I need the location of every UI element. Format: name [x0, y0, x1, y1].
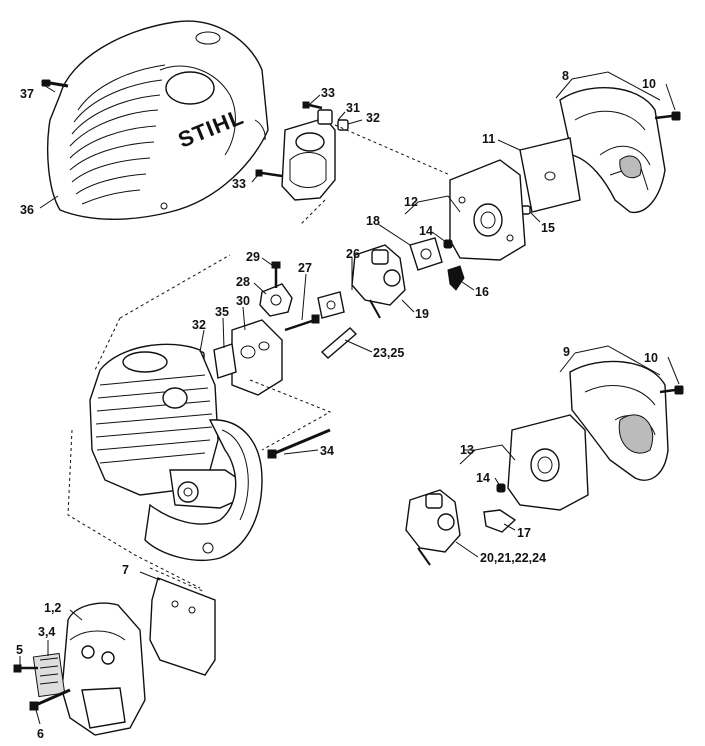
screw-27	[284, 314, 320, 332]
screw-29	[271, 261, 281, 288]
fuel-pump-28	[259, 283, 293, 317]
callout-15: 15	[541, 221, 555, 235]
callout-1-2: 1,2	[44, 601, 61, 615]
callout-labels: 1,2 3,4 5 6 7 8 9 10 10 11 12 13 14 14 1…	[16, 69, 658, 741]
callout-31: 31	[346, 101, 360, 115]
callout-37: 37	[20, 87, 34, 101]
air-filter-cover-lower	[569, 360, 669, 481]
carb-alignment-line	[299, 124, 451, 226]
gasket-26	[317, 291, 345, 319]
callout-26: 26	[346, 247, 360, 261]
filter-base-upper	[449, 159, 526, 261]
callout-14-upper: 14	[419, 224, 433, 238]
callout-12: 12	[404, 195, 418, 209]
callout-10-upper: 10	[642, 77, 656, 91]
callout-23-25: 23,25	[373, 346, 404, 360]
choke-knob-16	[447, 265, 465, 291]
screw-6	[29, 688, 71, 711]
callout-16: 16	[475, 285, 489, 299]
engine-shroud-cover	[46, 20, 269, 220]
long-screw-34	[267, 428, 331, 459]
callout-19: 19	[415, 307, 429, 321]
spacer-35	[213, 343, 237, 379]
callout-36: 36	[20, 203, 34, 217]
callout-20-21-22-24: 20,21,22,24	[480, 551, 546, 565]
air-filter-11	[519, 137, 581, 213]
screw-33-top	[302, 101, 323, 110]
muffler-1-2	[61, 602, 146, 736]
callout-28: 28	[236, 275, 250, 289]
plate-30	[231, 319, 283, 396]
leader-lines	[19, 83, 680, 725]
screw-37	[41, 79, 69, 88]
sleeve-23-25	[320, 327, 358, 359]
callout-9: 9	[563, 345, 570, 359]
callout-17: 17	[517, 526, 531, 540]
callout-11: 11	[482, 132, 495, 146]
intake-manifold-housing	[281, 109, 336, 201]
callout-3-4: 3,4	[38, 625, 55, 639]
callout-30: 30	[236, 294, 250, 308]
callout-34: 34	[320, 444, 334, 458]
callout-10-lower: 10	[644, 351, 658, 365]
callout-18: 18	[366, 214, 380, 228]
spark-arrestor-screen	[32, 652, 66, 698]
callout-5: 5	[16, 643, 23, 657]
heat-shield-7	[149, 577, 216, 676]
callout-33-left: 33	[232, 177, 246, 191]
callout-13: 13	[460, 443, 474, 457]
screw-33-left	[255, 169, 283, 178]
callout-6: 6	[37, 727, 44, 741]
carburetor-20-24	[405, 489, 461, 566]
gasket-18	[409, 237, 443, 271]
engine-block	[89, 343, 241, 509]
screw-5	[13, 664, 38, 673]
callout-32-lower: 32	[192, 318, 206, 332]
choke-knob-17	[483, 509, 517, 533]
carburetor-19	[351, 244, 406, 319]
callout-7: 7	[122, 563, 129, 577]
filter-base-lower	[507, 414, 589, 511]
screw-10-upper	[654, 111, 681, 121]
screw-10-lower	[659, 385, 684, 395]
callout-8: 8	[562, 69, 569, 83]
callout-33-top: 33	[321, 86, 335, 100]
callout-32-top: 32	[366, 111, 380, 125]
callout-27: 27	[298, 261, 312, 275]
air-filter-cover-upper	[559, 87, 666, 214]
callout-14-lower: 14	[476, 471, 490, 485]
callout-29: 29	[246, 250, 260, 264]
nut-14-lower	[496, 483, 506, 493]
callout-35: 35	[215, 305, 229, 319]
clutch-housing	[144, 419, 263, 561]
